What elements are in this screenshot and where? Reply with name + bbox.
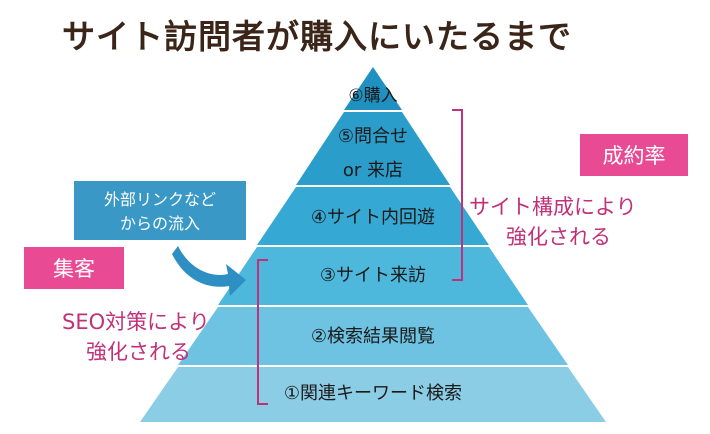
tier-2-search-results — [178, 307, 568, 365]
right-bracket — [452, 109, 463, 281]
tier-5-label-line1: ⑤問合せ — [338, 126, 408, 147]
tier-6-purchase — [344, 67, 402, 110]
tier-1-label: ①関連キーワード検索 — [284, 383, 462, 404]
page-title: サイト訪問者が購入にいたるまで — [62, 17, 572, 56]
tier-4-site-navigation — [257, 187, 489, 245]
tier-5-inquiry — [296, 112, 450, 185]
conversion-rate-badge — [580, 134, 688, 176]
left-bracket — [257, 259, 268, 405]
seo-note-line1: SEO対策により — [62, 310, 210, 334]
customer-acquisition-label: 集客 — [53, 257, 95, 281]
tier-1-keyword-search — [140, 367, 606, 422]
external-inflow-line2: からの流入 — [120, 214, 200, 233]
tier-6-label: ⑥購入 — [348, 86, 397, 106]
tier-2-label: ②検索結果閲覧 — [311, 326, 435, 347]
external-inflow-line1: 外部リンクなど — [104, 190, 216, 209]
seo-note-line2: 強化される — [86, 340, 191, 364]
customer-acquisition-badge — [24, 247, 124, 289]
site-structure-note-line1: サイト構成により — [469, 195, 637, 219]
tier-3-site-visit — [218, 247, 528, 305]
tier-3-label: ③サイト来訪 — [320, 265, 426, 286]
inflow-arrow-icon — [172, 246, 246, 296]
external-inflow-callout — [74, 181, 246, 240]
tier-5-label-line2: or 来店 — [343, 160, 403, 181]
tier-4-label: ④サイト内回遊 — [311, 207, 435, 228]
conversion-rate-label: 成約率 — [603, 144, 666, 168]
pyramid — [140, 67, 606, 422]
site-structure-note-line2: 強化される — [506, 225, 611, 249]
